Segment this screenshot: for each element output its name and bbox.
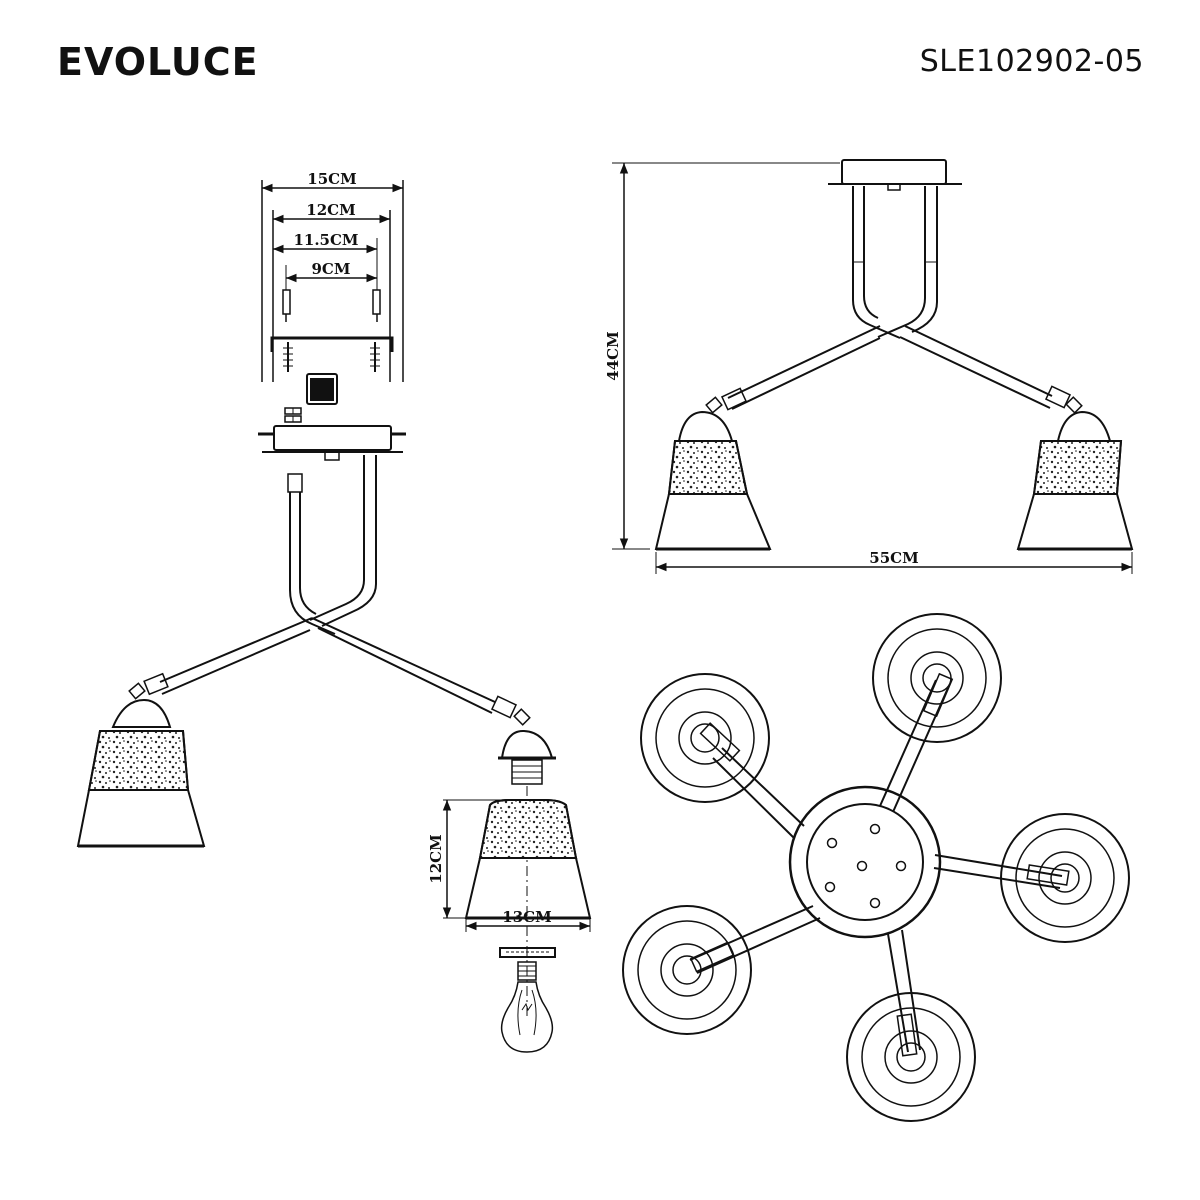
wall-anchor-left — [282, 289, 291, 322]
bottom-view — [622, 613, 1130, 1122]
dim-11-5cm: 11.5CM — [273, 231, 377, 254]
dim-shade-width: 13CM — [465, 908, 591, 932]
light-bulb — [500, 961, 554, 1053]
joint-left — [128, 672, 169, 700]
dim-shade-width-label: 13CM — [502, 908, 551, 926]
front-joint-right — [1044, 385, 1072, 409]
dim-12cm: 12CM — [273, 201, 390, 224]
model-number: SLE102902-05 — [919, 44, 1144, 79]
wall-anchor-right — [372, 289, 381, 322]
dim-12cm-label: 12CM — [306, 201, 355, 219]
dim-height-44: 44CM — [604, 162, 840, 550]
bottom-shade-head-1 — [640, 673, 770, 803]
dim-11-5cm-label: 11.5CM — [293, 231, 358, 249]
dim-height-44-label: 44CM — [604, 331, 622, 380]
front-shade-right — [1016, 410, 1134, 551]
bottom-center-canopy — [788, 785, 942, 939]
shade-right — [464, 799, 592, 920]
shade-left — [76, 698, 206, 848]
front-shade-left — [654, 410, 772, 551]
mount-detail: 15CM 12CM 11.5CM 9CM — [261, 170, 404, 423]
dim-width-55-label: 55CM — [869, 549, 918, 567]
dim-15cm-label: 15CM — [307, 170, 356, 188]
joint-right — [490, 695, 531, 726]
front-joint-left — [720, 387, 748, 411]
front-joint-right-knuckle — [1065, 396, 1083, 414]
bottom-shade-head-2 — [872, 613, 1002, 743]
dim-9cm-label: 9CM — [312, 260, 351, 278]
dim-shade-height-label: 12CM — [427, 834, 445, 883]
arm-tubes — [159, 455, 496, 714]
front-arm-tubes — [727, 186, 1053, 410]
front-canopy — [828, 159, 962, 191]
dim-9cm: 9CM — [286, 260, 377, 283]
dim-15cm: 15CM — [262, 170, 403, 193]
dim-width-55: 55CM — [655, 549, 1133, 574]
shade-ring — [499, 947, 556, 958]
bottom-arms — [689, 679, 1063, 1053]
front-view: 44CM — [604, 159, 1134, 574]
bottom-shade-head-4 — [846, 992, 976, 1122]
terminal-block — [306, 373, 338, 405]
front-joint-left-knuckle — [705, 396, 723, 414]
bottom-shade-head-5 — [622, 905, 752, 1035]
screw-left — [283, 342, 293, 372]
nuts — [284, 407, 302, 423]
screw-right — [370, 342, 380, 372]
exploded-fixture: 12CM 13CM — [76, 425, 592, 1053]
socket-holder — [498, 729, 556, 785]
bottom-shade-head-3 — [1000, 813, 1130, 943]
mounting-bracket — [270, 336, 394, 352]
brand-name: EVOLUCE — [57, 40, 259, 84]
canopy — [258, 425, 406, 461]
